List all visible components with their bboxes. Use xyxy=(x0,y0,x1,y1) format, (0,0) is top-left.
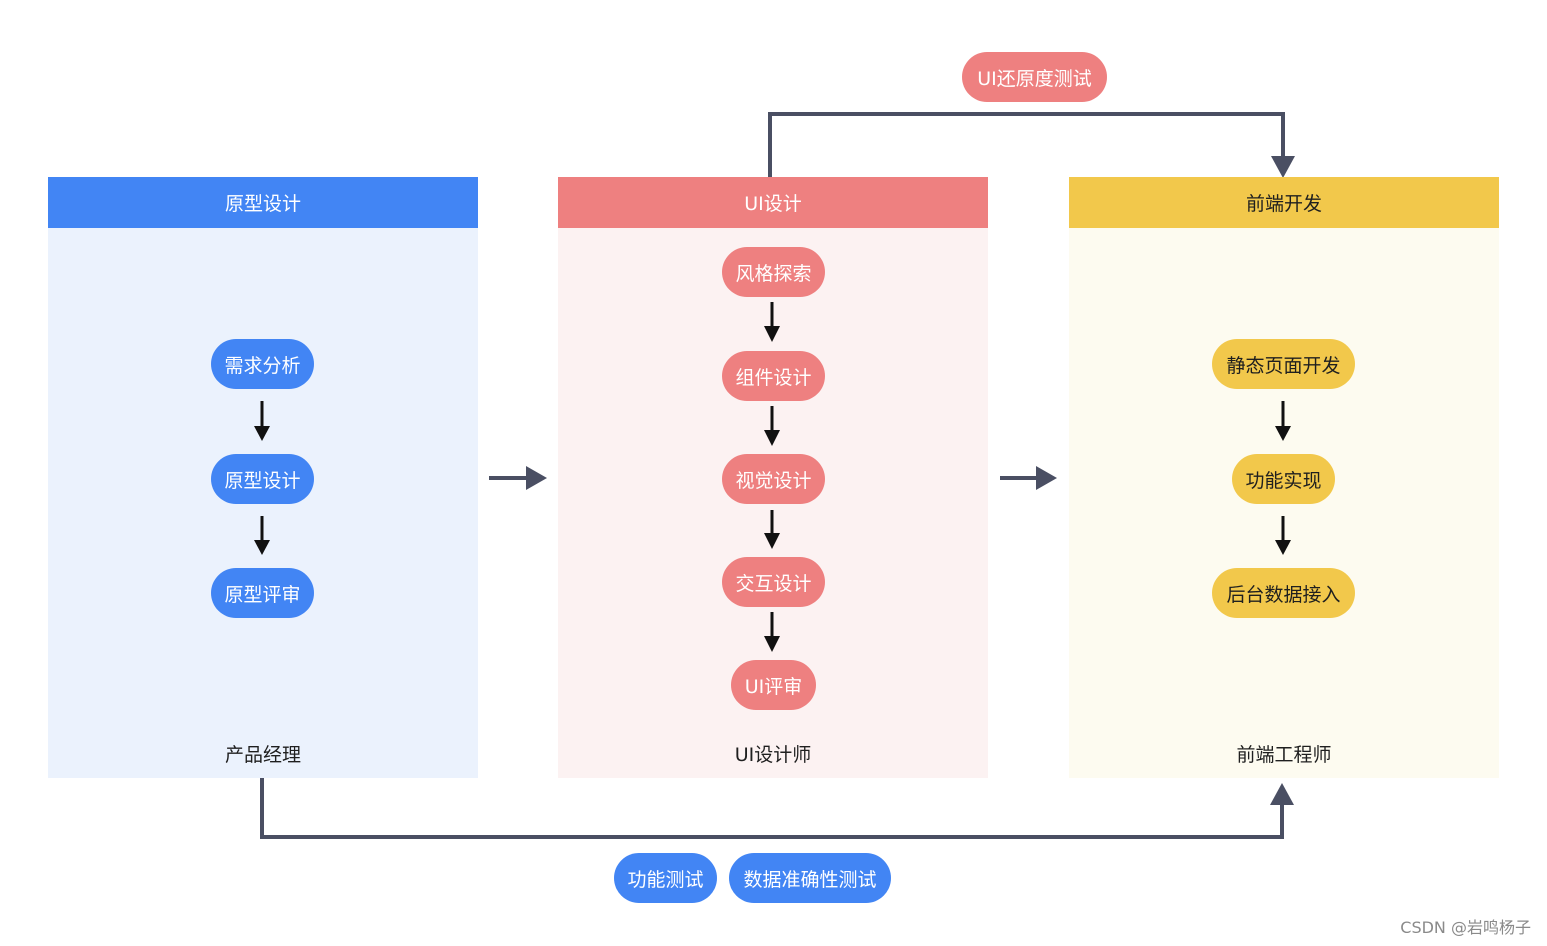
function-test-connector xyxy=(260,778,1284,839)
ui-restore-test-label: UI还原度测试 xyxy=(962,52,1107,102)
product-to-ui-arrowhead xyxy=(526,466,547,490)
ui-restore-test-connector xyxy=(768,112,1285,177)
product-step-arrowhead xyxy=(254,426,270,441)
step-feature-implementation: 功能实现 xyxy=(1232,454,1335,504)
step-visual-design: 视觉设计 xyxy=(722,454,825,504)
frontend-engineer-role: 前端工程师 xyxy=(1236,744,1332,766)
function-test-label: 功能测试 xyxy=(614,853,717,903)
frontend-dev-header: 前端开发 xyxy=(1069,177,1499,228)
ui-design-header: UI设计 xyxy=(558,177,988,228)
step-component-design: 组件设计 xyxy=(722,351,825,401)
ui-designer-role: UI设计师 xyxy=(734,744,812,766)
step-requirement-analysis: 需求分析 xyxy=(211,339,314,389)
ui-step-arrowhead xyxy=(764,326,780,342)
frontend-step-arrowhead xyxy=(1275,426,1291,441)
ui-restore-test-arrowhead xyxy=(1271,156,1295,178)
ui-to-frontend-arrowhead xyxy=(1036,466,1057,490)
function-test-arrowhead xyxy=(1270,783,1294,805)
ui-step-arrowhead xyxy=(764,636,780,652)
step-style-exploration: 风格探索 xyxy=(722,247,825,297)
product-step-arrowhead xyxy=(254,540,270,555)
product-design-column: 原型设计 产品经理 xyxy=(48,177,478,778)
csdn-watermark: CSDN @岩鸣杨子 xyxy=(1400,918,1531,937)
step-prototype-design: 原型设计 xyxy=(211,454,314,504)
frontend-step-arrowhead xyxy=(1275,540,1291,555)
data-accuracy-test-label: 数据准确性测试 xyxy=(729,853,891,903)
step-interaction-design: 交互设计 xyxy=(722,557,825,607)
ui-step-arrowhead xyxy=(764,430,780,446)
product-design-header: 原型设计 xyxy=(48,177,478,228)
step-static-page-dev: 静态页面开发 xyxy=(1212,339,1355,389)
step-prototype-review: 原型评审 xyxy=(211,568,314,618)
step-ui-review: UI评审 xyxy=(731,660,816,710)
product-manager-role: 产品经理 xyxy=(224,744,301,766)
ui-step-arrowhead xyxy=(764,533,780,549)
step-backend-data-integration: 后台数据接入 xyxy=(1212,568,1355,618)
